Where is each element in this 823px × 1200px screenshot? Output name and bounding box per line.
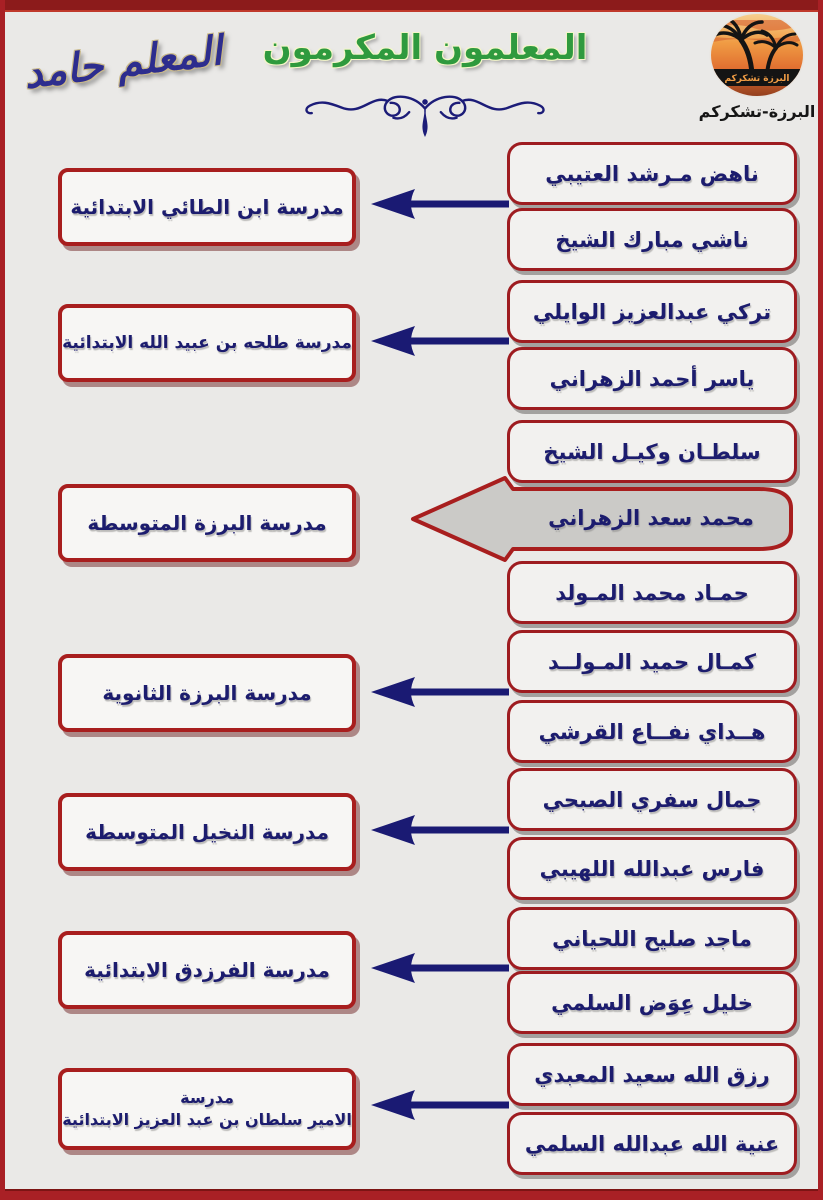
- teacher-name: ناشي مبارك الشيخ: [555, 227, 749, 252]
- arrow-to-school-1: [371, 189, 509, 219]
- teacher-name: حمـاد محمد المـولد: [555, 580, 749, 605]
- teacher-box-2: ناشي مبارك الشيخ: [507, 208, 797, 271]
- teacher-name: ياسر أحمد الزهراني: [549, 366, 755, 391]
- teacher-box-5: سلطـان وكيـل الشيخ: [507, 420, 797, 483]
- school-box-5: مدرسة النخيل المتوسطة: [58, 793, 356, 871]
- bottom-border-band: [5, 1189, 818, 1200]
- teacher-box-1: ناهض مـرشد العتيبي: [507, 142, 797, 205]
- teacher-name: جمال سفري الصبحي: [542, 787, 762, 812]
- teacher-name: رزق الله سعيد المعبدي: [534, 1062, 770, 1087]
- ornamental-flourish-icon: [305, 95, 545, 138]
- arrow-to-school-5: [371, 815, 509, 845]
- teacher-box-10: جمال سفري الصبحي: [507, 768, 797, 831]
- teacher-box-14: رزق الله سعيد المعبدي: [507, 1043, 797, 1106]
- svg-text:البرزة تشكركم: البرزة تشكركم: [724, 74, 789, 84]
- teacher-name: هــداي نفــاع القرشي: [538, 719, 766, 744]
- school-box-1: مدرسة ابن الطائي الابتدائية: [58, 168, 356, 246]
- teacher-box-11: فارس عبدالله اللهيبي: [507, 837, 797, 900]
- teacher-box-7: حمـاد محمد المـولد: [507, 561, 797, 624]
- arrow-to-school-4: [371, 677, 509, 707]
- teacher-box-9: هــداي نفــاع القرشي: [507, 700, 797, 763]
- school-box-7: مدرسة الامير سلطان بن عبد العزيز الابتدا…: [58, 1068, 356, 1150]
- top-border-band: [5, 0, 818, 12]
- school-box-4: مدرسة البرزة الثانوية: [58, 654, 356, 732]
- teacher-name: سلطـان وكيـل الشيخ: [543, 439, 761, 464]
- teacher-name: عنية الله عبدالله السلمي: [524, 1131, 780, 1156]
- arrow-to-school-7: [371, 1090, 509, 1120]
- school-box-2: مدرسة طلحه بن عبيد الله الابتدائية: [58, 304, 356, 382]
- logo-caption: البرزة-تشكركم: [698, 102, 816, 121]
- page-title: المعلمون المكرمون: [262, 28, 588, 68]
- teacher-name: تركي عبدالعزيز الوايلي: [532, 299, 772, 324]
- teacher-box-15: عنية الله عبدالله السلمي: [507, 1112, 797, 1175]
- teacher-box-8: كمـال حميد المـولــد: [507, 630, 797, 693]
- arrow-to-school-2: [371, 326, 509, 356]
- teacher-name: خليل عِوَض السلمي: [551, 990, 753, 1015]
- highlight-arrow-callout: [411, 476, 793, 562]
- teacher-name: فارس عبدالله اللهيبي: [539, 856, 765, 881]
- school-box-6: مدرسة الفرزدق الابتدائية: [58, 931, 356, 1009]
- teacher-name: ماجد صليح اللحياني: [552, 926, 752, 951]
- school-box-3: مدرسة البرزة المتوسطة: [58, 484, 356, 562]
- teacher-name: محمد سعد الزهراني: [548, 506, 754, 530]
- calligraphy-signature: المعلم حامد: [21, 28, 225, 98]
- teacher-name: كمـال حميد المـولــد: [548, 649, 756, 674]
- teacher-name: ناهض مـرشد العتيبي: [545, 161, 759, 186]
- teacher-box-13: خليل عِوَض السلمي: [507, 971, 797, 1034]
- teacher-box-6-highlighted: محمد سعد الزهراني: [510, 489, 792, 547]
- arrow-to-school-6: [371, 953, 509, 983]
- barzah-palm-logo: البرزة تشكركم: [709, 12, 805, 98]
- teacher-box-12: ماجد صليح اللحياني: [507, 907, 797, 970]
- teacher-box-3: تركي عبدالعزيز الوايلي: [507, 280, 797, 343]
- teacher-box-4: ياسر أحمد الزهراني: [507, 347, 797, 410]
